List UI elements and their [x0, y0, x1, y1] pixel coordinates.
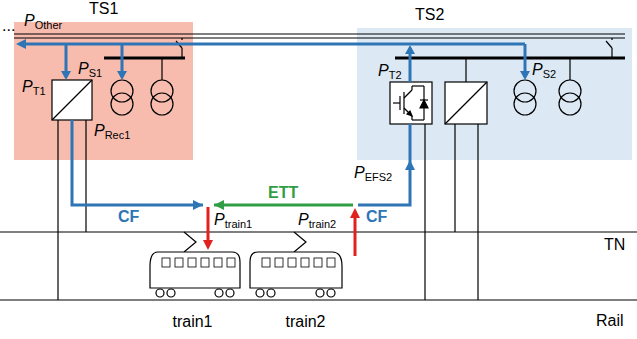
power-label: PT2 — [378, 62, 402, 80]
continuation-mark: ... — [2, 17, 15, 35]
train-name: train1 — [140, 313, 245, 331]
power-label: PRec1 — [94, 122, 130, 140]
flow-label: CF — [118, 208, 139, 226]
line-label: Rail — [596, 312, 624, 330]
power-label: Ptrain2 — [298, 211, 336, 229]
power-label: PS2 — [532, 61, 556, 79]
line-label: TN — [604, 236, 625, 254]
region-heading: TS2 — [415, 6, 444, 24]
power-label: PEFS2 — [354, 164, 392, 182]
flow-label: CF — [366, 208, 387, 226]
flow-label: ETT — [268, 184, 298, 202]
substation-region: TS2 — [357, 28, 632, 160]
power-label: PS1 — [78, 60, 102, 78]
region-heading: TS1 — [89, 0, 118, 18]
train-name: train2 — [246, 313, 365, 331]
power-label: POther — [24, 12, 62, 30]
power-flow-arrow — [214, 200, 353, 210]
power-label: Ptrain1 — [214, 211, 252, 229]
power-flow-arrow — [358, 160, 415, 205]
power-flow-arrow — [72, 160, 203, 210]
power-label: PT1 — [22, 78, 46, 96]
